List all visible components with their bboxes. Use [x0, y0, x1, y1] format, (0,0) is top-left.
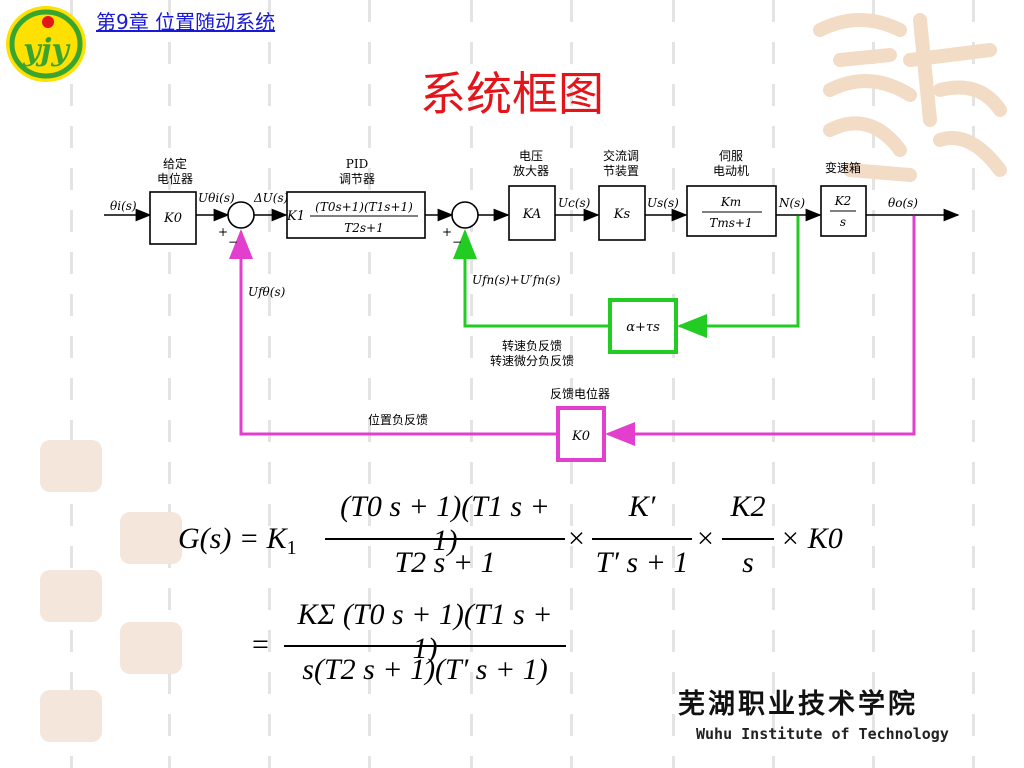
label-ac-l2: 节装置 [603, 164, 639, 178]
signal-ns: N(s) [778, 196, 805, 210]
formula2-equals: = [252, 628, 269, 661]
label-motor-l2: 电动机 [713, 164, 749, 178]
label-ac: 交流调节装置 [603, 148, 639, 178]
label-amp: 电压放大器 [513, 149, 549, 178]
times-1: × [568, 522, 585, 555]
label-fb-speed-l1: 转速负反馈 [502, 338, 562, 353]
formula1-frac2-den: T′ s + 1 [595, 546, 689, 579]
school-name-en: Wuhu Institute of Technology [696, 725, 949, 743]
summing-junction-2 [451, 201, 479, 229]
chapter-heading[interactable]: 第9章 位置随动系统 [96, 10, 276, 34]
sign-minus-1: − [228, 235, 238, 249]
decorative-seal [120, 512, 182, 564]
block-pid-den: T2s+1 [344, 221, 384, 235]
formula1-tail: × K0 [780, 522, 843, 555]
block-motor-den: Tms+1 [709, 216, 752, 230]
block-motor [686, 185, 777, 237]
formula1-frac2-line [592, 538, 692, 540]
formula2-line [284, 645, 566, 647]
formula2-num: KΣ (T0 s + 1)(T1 s + 1) [297, 598, 553, 665]
formula1-frac1-num: (T0 s + 1)(T1 s + 1) [340, 490, 550, 557]
label-fb-pot: 反馈电位器 [550, 386, 610, 401]
signal-uc: Uc(s) [558, 196, 591, 210]
sign-minus-2: − [452, 235, 462, 249]
block-gear-num: K2 [834, 194, 852, 208]
block-ac-gain: Ks [613, 207, 631, 222]
label-ac-l1: 交流调 [603, 148, 639, 163]
signal-ufn: Ufn(s)+U′fn(s) [472, 273, 561, 287]
signal-output: θo(s) [888, 196, 918, 210]
formula1-frac3-den: s [742, 546, 754, 579]
school-logo: yjy [6, 6, 86, 82]
formula1-frac1-den: T2 s + 1 [394, 546, 496, 579]
decorative-seal [40, 690, 102, 742]
block-amplifier [508, 185, 556, 241]
summing-junction-1 [227, 201, 255, 229]
decorative-seal [40, 570, 102, 622]
decorative-seal [40, 440, 102, 492]
block-gear-den: s [840, 215, 846, 229]
block-pid [286, 191, 426, 239]
times-2: × [697, 522, 714, 555]
block-pid-num: (T0s+1)(T1s+1) [315, 200, 413, 214]
slide-title: 系统框图 [420, 67, 604, 121]
block-amp-gain: KA [522, 207, 542, 222]
formula1-frac3-num: K2 [730, 490, 766, 523]
formula1-lhs: G(s) = K1 [178, 522, 297, 559]
speed-feedback-loop [453, 216, 800, 354]
school-name: 芜湖职业技术学院 Wuhu Institute of Technology [678, 682, 978, 743]
signal-us: Us(s) [647, 196, 679, 210]
school-name-cn: 芜湖职业技术学院 [678, 689, 918, 720]
label-gear: 变速箱 [825, 160, 861, 175]
decorative-seal-large [813, 13, 1007, 182]
formula1-frac1-line [325, 538, 565, 540]
signal-delta-u: ΔU(s) [253, 191, 289, 205]
label-pot: 给定电位器 [157, 156, 193, 186]
label-pot-l1: 给定 [163, 156, 187, 171]
label-pid-l2: 调节器 [339, 172, 375, 186]
sign-plus-1: + [218, 225, 228, 239]
label-fb-speed-l2: 转速微分负反馈 [490, 353, 574, 368]
block-pid-k1: K1 [286, 209, 305, 224]
formula2-den: s(T2 s + 1)(T′ s + 1) [302, 653, 548, 686]
formula1-frac3-line [722, 538, 774, 540]
block-ac-device [598, 185, 646, 241]
block-pos-fb: K0 [571, 429, 590, 444]
label-fb-speed: 转速负反馈转速微分负反馈 [490, 338, 574, 368]
decorative-seal [120, 622, 182, 674]
label-pid-l1: PID [346, 157, 368, 171]
label-fb-pos: 位置负反馈 [368, 412, 428, 427]
label-pot-l2: 电位器 [157, 171, 193, 186]
position-feedback-loop [229, 216, 916, 462]
block-speed-fb: α+τs [626, 320, 660, 335]
label-amp-l2: 放大器 [513, 163, 549, 178]
svg-text:yjy: yjy [22, 33, 71, 68]
label-amp-l1: 电压 [519, 149, 543, 163]
signal-ufo: Ufθ(s) [248, 285, 286, 299]
formula1-frac2-num: K′ [628, 490, 656, 523]
block-pot-gain: K0 [163, 211, 182, 226]
signal-input: θi(s) [110, 199, 137, 213]
label-motor-l1: 伺服 [719, 149, 743, 163]
block-motor-num: Km [720, 195, 741, 209]
sign-plus-2: + [442, 225, 452, 239]
signal-u-theta-i: Uθi(s) [198, 191, 235, 205]
block-pot [149, 191, 197, 245]
label-motor: 伺服电动机 [713, 149, 749, 178]
